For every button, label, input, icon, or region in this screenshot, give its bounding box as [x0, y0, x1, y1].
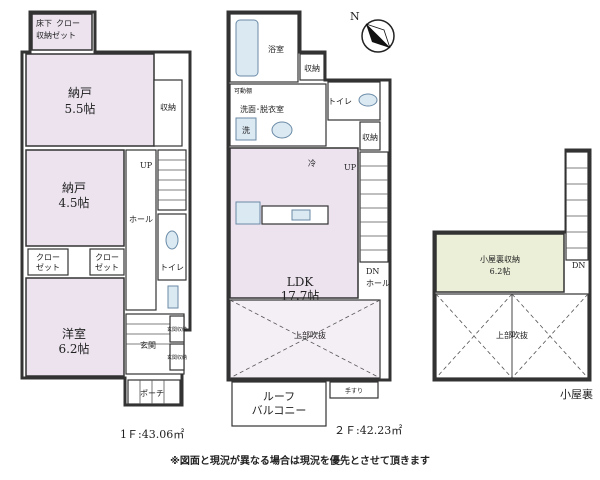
room-b-name: 納戸	[62, 181, 86, 195]
room-storage-5-5	[25, 53, 155, 147]
ldk-size: 17.7帖	[281, 288, 320, 303]
washbasin-2f-icon	[271, 121, 293, 139]
washbasin-1f-icon	[167, 285, 179, 309]
movable-shelf-label: 可動棚	[234, 87, 252, 95]
closet-right-label-b: ゼット	[95, 262, 119, 272]
stairs-1f	[157, 149, 187, 211]
loft-storage-label-b: 6.2帖	[490, 266, 511, 276]
hall-1f-label: ホール	[129, 215, 153, 224]
fridge-mark: 冷	[308, 158, 316, 168]
compass-icon: N	[350, 10, 395, 53]
floor1-outer-wall	[20, 10, 192, 407]
shoe-storage-2	[169, 343, 185, 371]
sink-icon	[291, 209, 311, 221]
loft-label: 小屋裏	[560, 387, 593, 401]
room-storage-4-5	[25, 149, 125, 247]
ldk-name: LDK	[287, 275, 315, 289]
handrail-label: 手すり	[345, 387, 363, 395]
floor-1: 床下 クロー 収納ゼット 納戸 5.5帖 収納 納戸 4.5帖 クロー ゼット …	[20, 10, 192, 441]
bath-label: 浴室	[268, 44, 284, 54]
storage-side-label: 収納	[362, 132, 378, 142]
up-2f-label: UP	[344, 163, 357, 172]
toilet-bowl-1f-icon	[165, 230, 179, 250]
storage-side-2f	[359, 121, 381, 151]
shoe-storage-2-label: 玄関収納	[167, 354, 187, 361]
porch-label: ポーチ	[140, 389, 164, 398]
floor-2: 浴室 収納 可動棚 洗面･脱衣室 洗 トイレ 収納 冷 LDK 17.7帖	[226, 10, 402, 437]
room-c-name: 洋室	[62, 326, 86, 341]
closet-right	[89, 248, 125, 276]
void-loft	[435, 293, 589, 379]
floor1-area: 1Ｆ:43.06㎡	[120, 428, 184, 441]
hall-1f	[125, 149, 157, 311]
room-western-6-2	[25, 277, 125, 377]
closet-right-label-a: クロー	[95, 253, 119, 262]
loft: 小屋裏収納 6.2帖 DN 上部吹抜 小屋裏	[432, 148, 593, 401]
room-a-name: 納戸	[68, 86, 92, 100]
dn-loft-label: DN	[572, 261, 585, 270]
underfloor-label: 床下	[36, 18, 52, 28]
storage-top-label: 収納	[304, 63, 320, 73]
dn-2f-label: DN	[366, 267, 379, 276]
hall-2f-label: ホール	[366, 279, 390, 288]
porch	[127, 379, 181, 405]
side-storage-label: 収納	[160, 102, 176, 112]
disclaimer-note: ※図面と現況が異なる場合は現況を優先とさせて頂きます	[170, 456, 430, 467]
loft-storage-label-a: 小屋裏収納	[480, 254, 520, 264]
closet-left-label-a: クロー	[36, 253, 60, 262]
stove-icon	[235, 201, 261, 225]
void-loft-label: 上部吹抜	[496, 330, 528, 340]
compass-north: N	[350, 10, 360, 23]
stairs-loft	[565, 151, 589, 261]
room-a-size: 5.5帖	[64, 101, 95, 116]
washroom-label: 洗面･脱衣室	[240, 104, 284, 114]
closet-label-a: クロー	[56, 19, 80, 28]
closet-left	[27, 248, 69, 276]
roof-balcony-label-a: ルーフ	[263, 390, 295, 403]
bathtub-icon	[235, 19, 259, 77]
toilet-2f-label: トイレ	[328, 97, 352, 106]
loft-storage	[435, 233, 565, 293]
entrance-label: 玄関	[140, 340, 156, 350]
roof-balcony	[231, 381, 327, 427]
toilet-bowl-2f-icon	[358, 93, 378, 107]
floor2-area: ２Ｆ:42.23㎡	[334, 424, 402, 437]
room-c-size: 6.2帖	[58, 341, 89, 356]
closet-label-b: 収納ゼット	[36, 30, 76, 40]
washing-machine-icon	[235, 117, 257, 141]
stairs-2f	[359, 151, 389, 263]
shoe-storage-1-label: 玄関収納	[167, 326, 187, 333]
closet-left-label-b: ゼット	[36, 262, 60, 272]
storage-closet	[31, 13, 93, 51]
handrail	[329, 381, 379, 399]
void-2f-label: 上部吹抜	[294, 330, 326, 340]
room-b-size: 4.5帖	[58, 195, 89, 210]
storage-top-2f	[299, 53, 325, 81]
shoe-storage-1	[169, 315, 185, 343]
up-1f-label: UP	[140, 161, 153, 170]
wash-mark: 洗	[242, 125, 250, 135]
toilet-1f-label: トイレ	[160, 263, 184, 272]
void-2f	[229, 299, 381, 379]
roof-balcony-label-b: バルコニー	[252, 404, 307, 417]
floor2-outer-wall	[226, 10, 392, 382]
side-storage	[153, 79, 183, 147]
